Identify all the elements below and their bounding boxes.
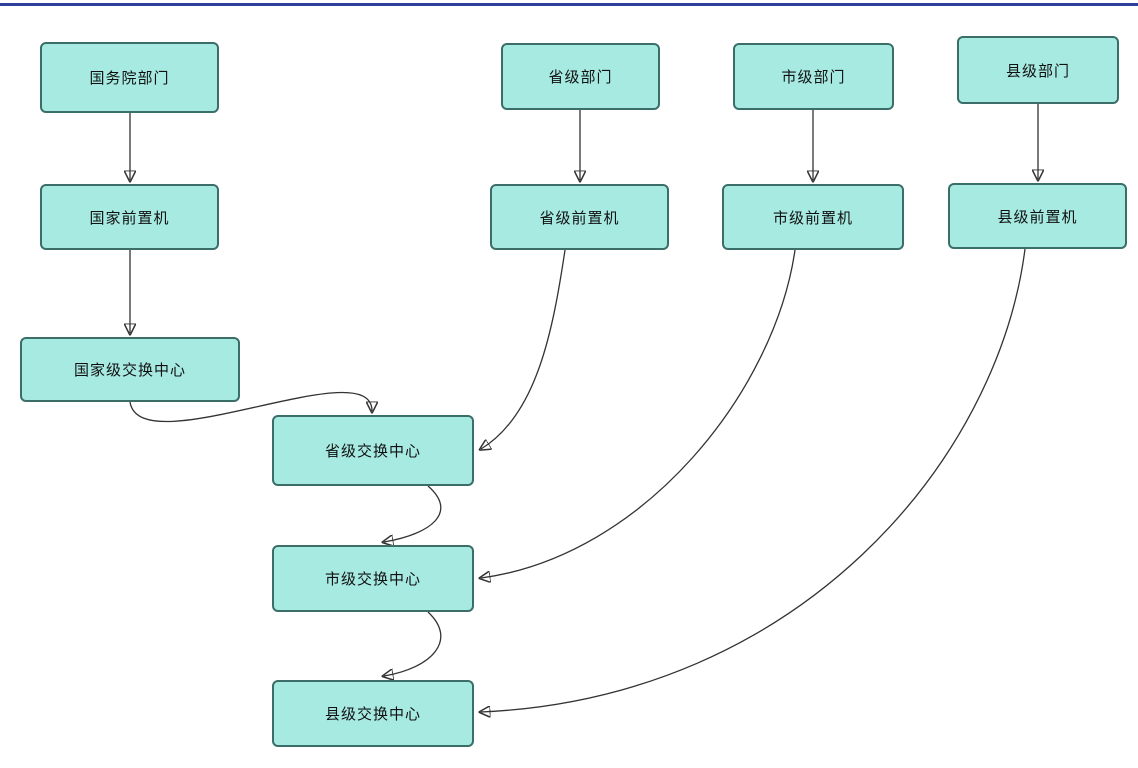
node-city-dept[interactable]: 市级部门 <box>733 43 894 110</box>
node-label: 省级交换中心 <box>324 443 421 460</box>
node-label: 市级交换中心 <box>324 571 421 588</box>
node-county-front-machine[interactable]: 县级前置机 <box>948 183 1127 249</box>
node-label: 省级前置机 <box>539 209 620 227</box>
edge-county-front-to-county-exchange <box>481 248 1026 712</box>
node-label: 县级交换中心 <box>324 706 421 723</box>
edge-city-front-to-city-exchange <box>481 249 796 578</box>
top-border-line <box>0 3 1138 6</box>
node-provincial-front-machine[interactable]: 省级前置机 <box>490 184 669 250</box>
node-label: 县级部门 <box>1005 62 1070 80</box>
node-label: 县级前置机 <box>997 208 1078 226</box>
node-label: 国务院部门 <box>89 70 170 87</box>
node-provincial-dept[interactable]: 省级部门 <box>501 43 660 110</box>
node-state-council-dept[interactable]: 国务院部门 <box>40 42 219 113</box>
node-label: 国家前置机 <box>89 209 170 227</box>
node-county-exchange-center[interactable]: 县级交换中心 <box>272 680 474 747</box>
edge-national-exchange-to-provincial-exchange <box>129 392 372 423</box>
node-national-front-machine[interactable]: 国家前置机 <box>40 184 219 250</box>
node-label: 市级部门 <box>781 69 846 86</box>
node-provincial-exchange-center[interactable]: 省级交换中心 <box>272 415 474 486</box>
edge-city-exchange-to-county-exchange <box>384 611 442 676</box>
node-county-dept[interactable]: 县级部门 <box>957 36 1119 104</box>
node-city-front-machine[interactable]: 市级前置机 <box>722 184 904 250</box>
edge-provincial-front-to-provincial-exchange <box>481 249 566 449</box>
node-label: 国家级交换中心 <box>73 362 186 379</box>
node-national-exchange-center[interactable]: 国家级交换中心 <box>20 337 240 402</box>
node-label: 市级前置机 <box>772 209 853 227</box>
node-city-exchange-center[interactable]: 市级交换中心 <box>272 545 474 612</box>
edge-provincial-exchange-to-city-exchange <box>384 485 442 542</box>
node-label: 省级部门 <box>548 69 613 86</box>
